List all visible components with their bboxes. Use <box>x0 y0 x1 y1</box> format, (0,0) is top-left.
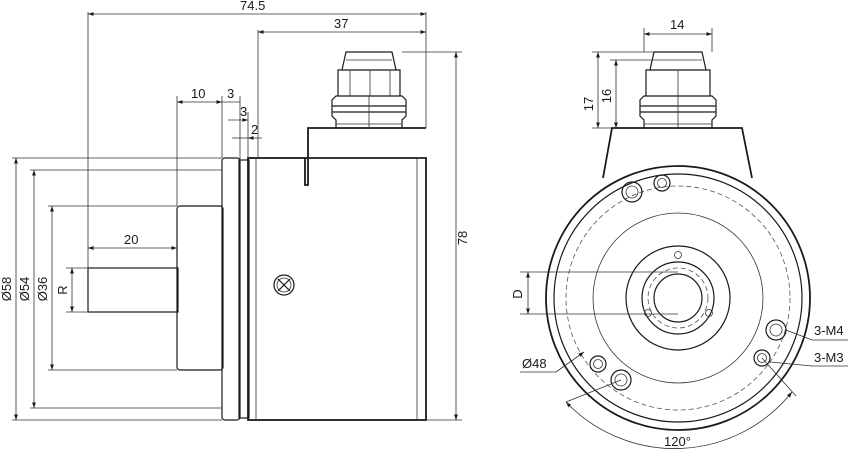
bore-circle <box>653 273 703 323</box>
flange-outer-circle <box>545 165 811 431</box>
hub-circle <box>641 261 715 335</box>
front-view: 14 17 16 D Ø48 3-M4 3-M3 120° <box>510 17 848 449</box>
side-view: 74.5 37 10 3 3 2 20 78 Ø58 Ø <box>0 0 470 421</box>
dim-thread-m4: 3-M4 <box>814 323 844 338</box>
flange <box>221 157 241 421</box>
dim-bolt-circle: Ø48 <box>522 356 547 371</box>
cable-gland-front <box>639 51 717 128</box>
dim-flange-c: 2 <box>251 122 258 137</box>
dim-height-17: 17 <box>581 97 596 111</box>
dim-bore-d: D <box>510 289 525 298</box>
connector-mount <box>602 127 753 179</box>
dim-thread-m3: 3-M3 <box>814 350 844 365</box>
dim-shaft-length: 20 <box>124 232 138 247</box>
mounting-holes <box>589 174 787 391</box>
dim-shaft-step: 10 <box>191 86 205 101</box>
dim-height-16: 16 <box>599 89 614 103</box>
dim-height: 78 <box>455 231 470 245</box>
dim-dia-58: Ø58 <box>0 277 14 302</box>
dim-flange-a: 3 <box>227 86 234 101</box>
cable-gland <box>331 51 407 128</box>
screw-icon <box>273 274 295 296</box>
connector-housing <box>304 127 426 186</box>
pilot-step <box>176 205 224 371</box>
dim-shaft-r: R <box>55 285 70 294</box>
pilot-circle <box>625 245 731 351</box>
flange-lip <box>238 159 250 419</box>
bolt-circle <box>565 185 791 411</box>
dim-dia-36: Ø36 <box>35 277 50 302</box>
dim-overall-length: 74.5 <box>240 0 265 13</box>
dim-dia-54: Ø54 <box>17 277 32 302</box>
dim-connector-width: 14 <box>670 17 684 32</box>
shaft <box>87 267 179 313</box>
dim-flange-b: 3 <box>240 104 247 119</box>
dim-connector-offset: 37 <box>334 16 348 31</box>
dim-angle: 120° <box>664 434 691 449</box>
angle-arc <box>565 391 793 449</box>
